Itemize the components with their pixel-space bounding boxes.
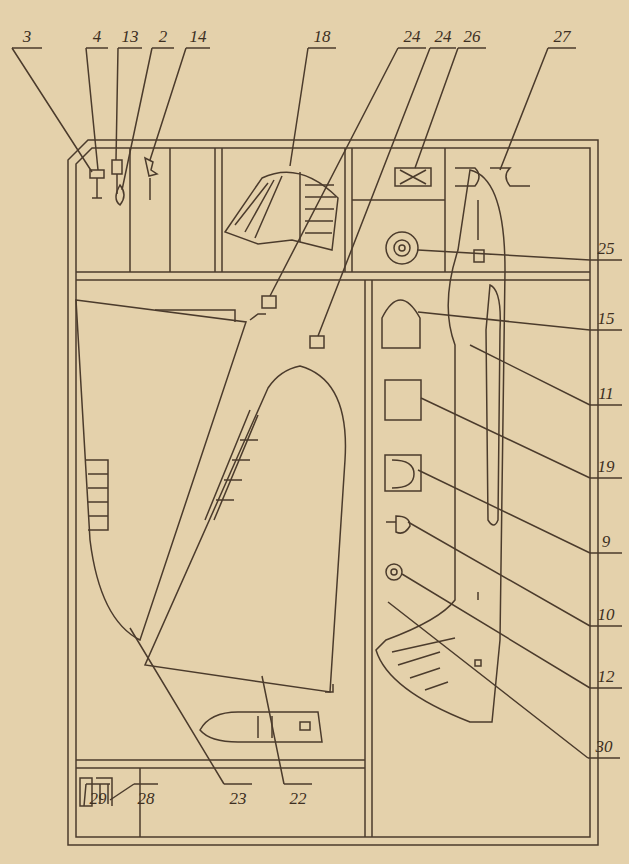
callout-number: 12 [598, 668, 615, 685]
callout-number: 23 [230, 790, 247, 807]
callout-number: 28 [138, 790, 155, 807]
callout-number: 24 [435, 28, 452, 45]
callout-number: 10 [598, 606, 615, 623]
callout-number: 19 [598, 458, 615, 475]
callout-number: 9 [602, 533, 611, 550]
callout-number: 13 [122, 28, 139, 45]
callout-number: 15 [598, 310, 615, 327]
callout-number: 11 [598, 385, 614, 402]
callout-number: 29 [90, 790, 107, 807]
callout-number: 3 [23, 28, 32, 45]
callout-number: 14 [190, 28, 207, 45]
callout-number: 22 [290, 790, 307, 807]
callout-number: 18 [314, 28, 331, 45]
callout-number: 27 [554, 28, 571, 45]
callout-number: 25 [598, 240, 615, 257]
callout-number: 24 [404, 28, 421, 45]
callout-number: 4 [93, 28, 102, 45]
callout-number: 2 [159, 28, 168, 45]
callout-number: 30 [596, 738, 613, 755]
callout-number: 26 [464, 28, 481, 45]
